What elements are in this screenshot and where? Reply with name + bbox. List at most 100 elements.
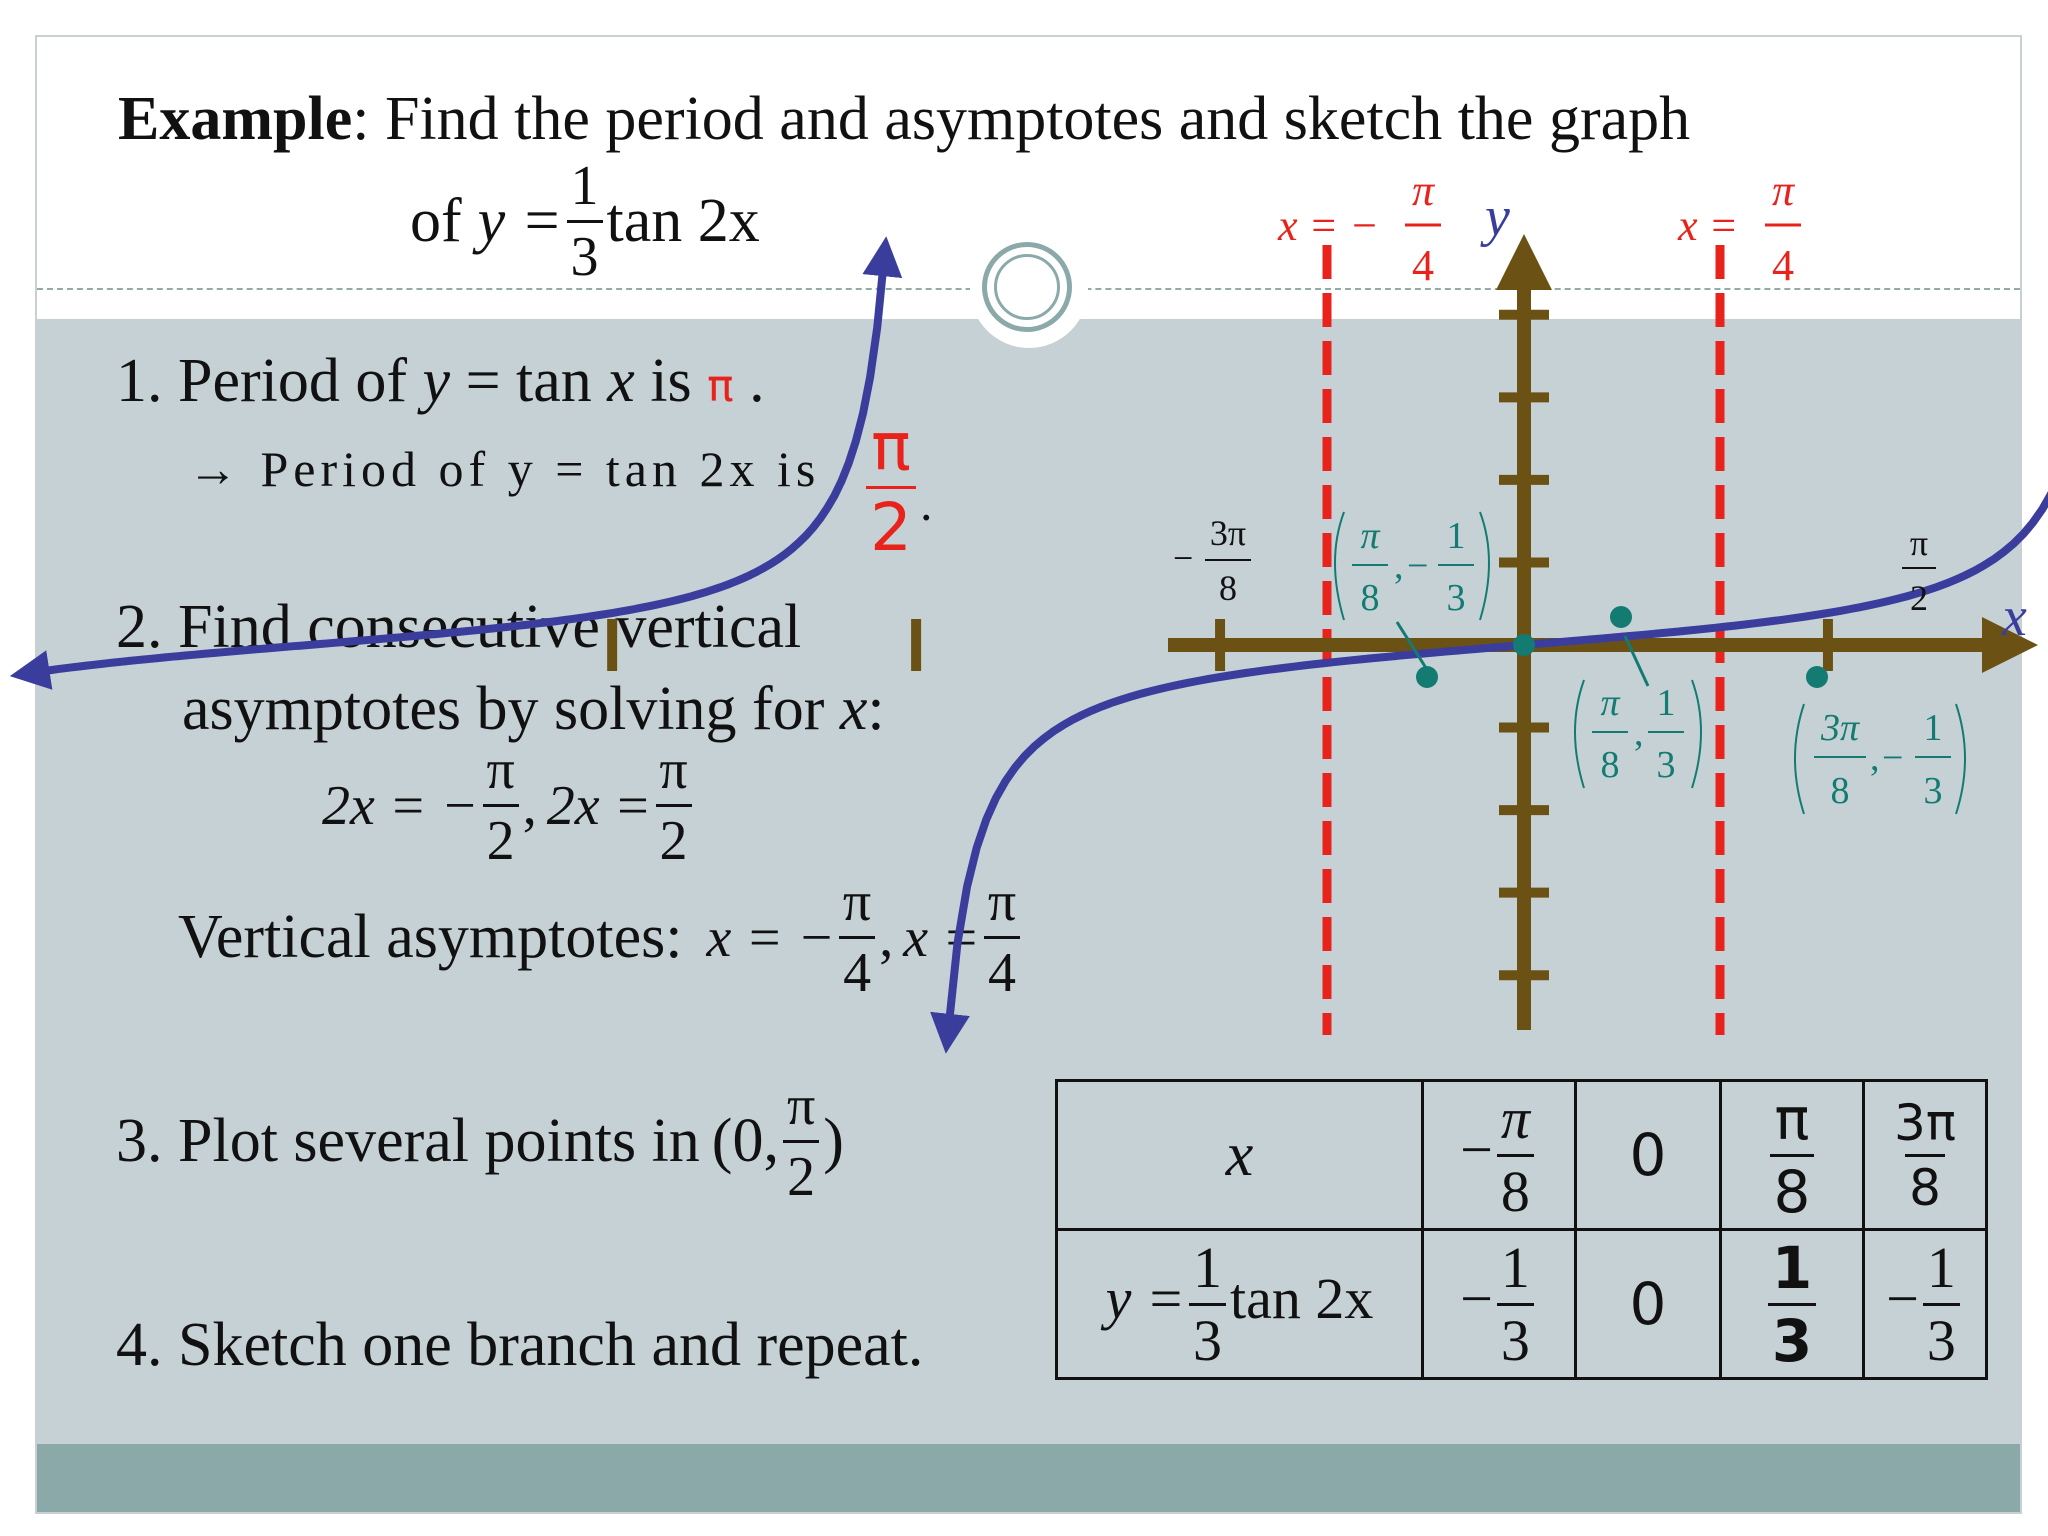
step2-eq2-left: 2x = xyxy=(546,774,652,837)
heading-rest: : Find the period and asymptotes and ske… xyxy=(352,85,1691,153)
step3-den: 2 xyxy=(783,1140,820,1205)
step2-line2-colon: : xyxy=(867,675,885,743)
ring-ornament-inner-circle xyxy=(994,254,1060,320)
step1-mid: = tan xyxy=(465,347,592,415)
step2-eq1-num: π xyxy=(486,739,515,801)
step1-answer: π 2 . xyxy=(862,414,933,561)
step2-asym-den1: 4 xyxy=(839,936,876,1001)
table-header-y-left: y = xyxy=(1105,1265,1186,1331)
step1-answer-dot: . xyxy=(920,474,933,531)
step1-answer-fraction: π 2 xyxy=(866,414,916,561)
step1-y: y xyxy=(422,347,451,415)
step3-text: 3. Plot several points in xyxy=(116,1107,700,1175)
step3-open: (0, xyxy=(711,1107,779,1175)
step4-line: 4. Sketch one branch and repeat. xyxy=(116,1311,924,1379)
step2-asym-x2: x = xyxy=(903,906,980,969)
step2-line2-x: x xyxy=(839,675,868,743)
step2-eq1-left: 2x = − xyxy=(322,774,479,837)
table-header-y-num: 1 xyxy=(1193,1234,1223,1300)
heading-eq-num: 1 xyxy=(570,155,599,217)
table-y3-den: 3 xyxy=(1922,1302,1960,1370)
step1-answer-num: π xyxy=(871,408,911,485)
step1-dot: . xyxy=(749,347,765,415)
step1-answer-den: 2 xyxy=(866,486,916,561)
table-x0-sign: − xyxy=(1460,1116,1493,1182)
table-header-y-den: 3 xyxy=(1189,1302,1227,1370)
table-y3-num: 1 xyxy=(1926,1234,1956,1300)
table-x2-den: 8 xyxy=(1769,1153,1815,1221)
step1-arrow-line: → Period of y = tan 2x is xyxy=(188,440,820,498)
heading-of: of xyxy=(410,187,462,255)
heading-equation: of y = 1 3 tan 2x xyxy=(410,158,760,285)
step1-is: is xyxy=(650,347,692,415)
table-header-y-tail: tan 2x xyxy=(1230,1265,1374,1331)
heading-bold: Example xyxy=(118,85,353,153)
step2-eq2-fraction: π 2 xyxy=(655,739,692,869)
table-x3-num: 3π xyxy=(1894,1093,1956,1152)
table-cell-y-1: 0 xyxy=(1574,1228,1722,1380)
step2-asym-label: Vertical asymptotes: xyxy=(178,903,683,971)
step3-close: ) xyxy=(823,1107,844,1175)
table-y0-sign: − xyxy=(1460,1265,1493,1331)
step1-x: x xyxy=(607,347,635,415)
step1-pi-answer: π xyxy=(707,361,734,412)
step2-asymptotes: Vertical asymptotes: x = − π 4 , x = π 4 xyxy=(178,874,1024,1001)
step3-num: π xyxy=(786,1075,816,1137)
table-cell-x-1: 0 xyxy=(1574,1079,1722,1231)
step2-equations: 2x = − π 2 , 2x = π 2 xyxy=(322,742,696,869)
table-x1-value: 0 xyxy=(1629,1121,1667,1189)
table-y1-value: 0 xyxy=(1629,1270,1667,1338)
step2-eq2-den: 2 xyxy=(655,804,692,869)
table-y2-den: 3 xyxy=(1767,1302,1817,1370)
step3-fraction: π 2 xyxy=(783,1075,820,1205)
step2-asym-num1: π xyxy=(842,871,872,933)
step2-asym-comma: , xyxy=(879,906,894,969)
table-y3-sign: − xyxy=(1886,1265,1919,1331)
step2-eq1-den: 2 xyxy=(482,804,519,869)
heading-eq-y: y = xyxy=(477,187,563,255)
step1-line: 1. Period of y = tan x is π . xyxy=(116,346,765,417)
step2-line2-text: asymptotes by solving for xyxy=(182,675,825,743)
table-x0-num: π xyxy=(1500,1085,1530,1151)
table-header-x: x xyxy=(1055,1079,1424,1231)
table-x0-den: 8 xyxy=(1496,1153,1534,1221)
heading-eq-fraction: 1 3 xyxy=(566,155,603,285)
step2-line1: 2. Find consecutive vertical xyxy=(116,593,802,661)
step2-asym-num2: π xyxy=(987,871,1017,933)
step3-line: 3. Plot several points in (0, π 2 ) xyxy=(116,1078,844,1205)
step2-line2: asymptotes by solving for x: xyxy=(182,674,885,745)
step2-asym-den2: 4 xyxy=(984,936,1020,1001)
heading: Example: Find the period and asymptotes … xyxy=(118,84,1690,155)
step2-asym-fraction1: π 4 xyxy=(839,871,876,1001)
table-y0-den: 3 xyxy=(1496,1302,1534,1370)
table-y2-num: 1 xyxy=(1771,1233,1813,1302)
table-header-x-text: x xyxy=(1225,1120,1254,1189)
step2-eq1-fraction: π 2 xyxy=(482,739,519,869)
heading-eq-tail: tan 2x xyxy=(606,187,760,255)
step2-eq-comma: , xyxy=(522,774,537,837)
step2-asym-x1: x = − xyxy=(706,906,835,969)
step2-eq2-num: π xyxy=(659,739,688,801)
table-y0-num: 1 xyxy=(1500,1234,1530,1300)
table-x2-num: π xyxy=(1774,1084,1810,1153)
heading-eq-den: 3 xyxy=(566,220,603,285)
step2-asym-fraction2: π 4 xyxy=(984,874,1020,1001)
footer-bar xyxy=(37,1444,2020,1512)
